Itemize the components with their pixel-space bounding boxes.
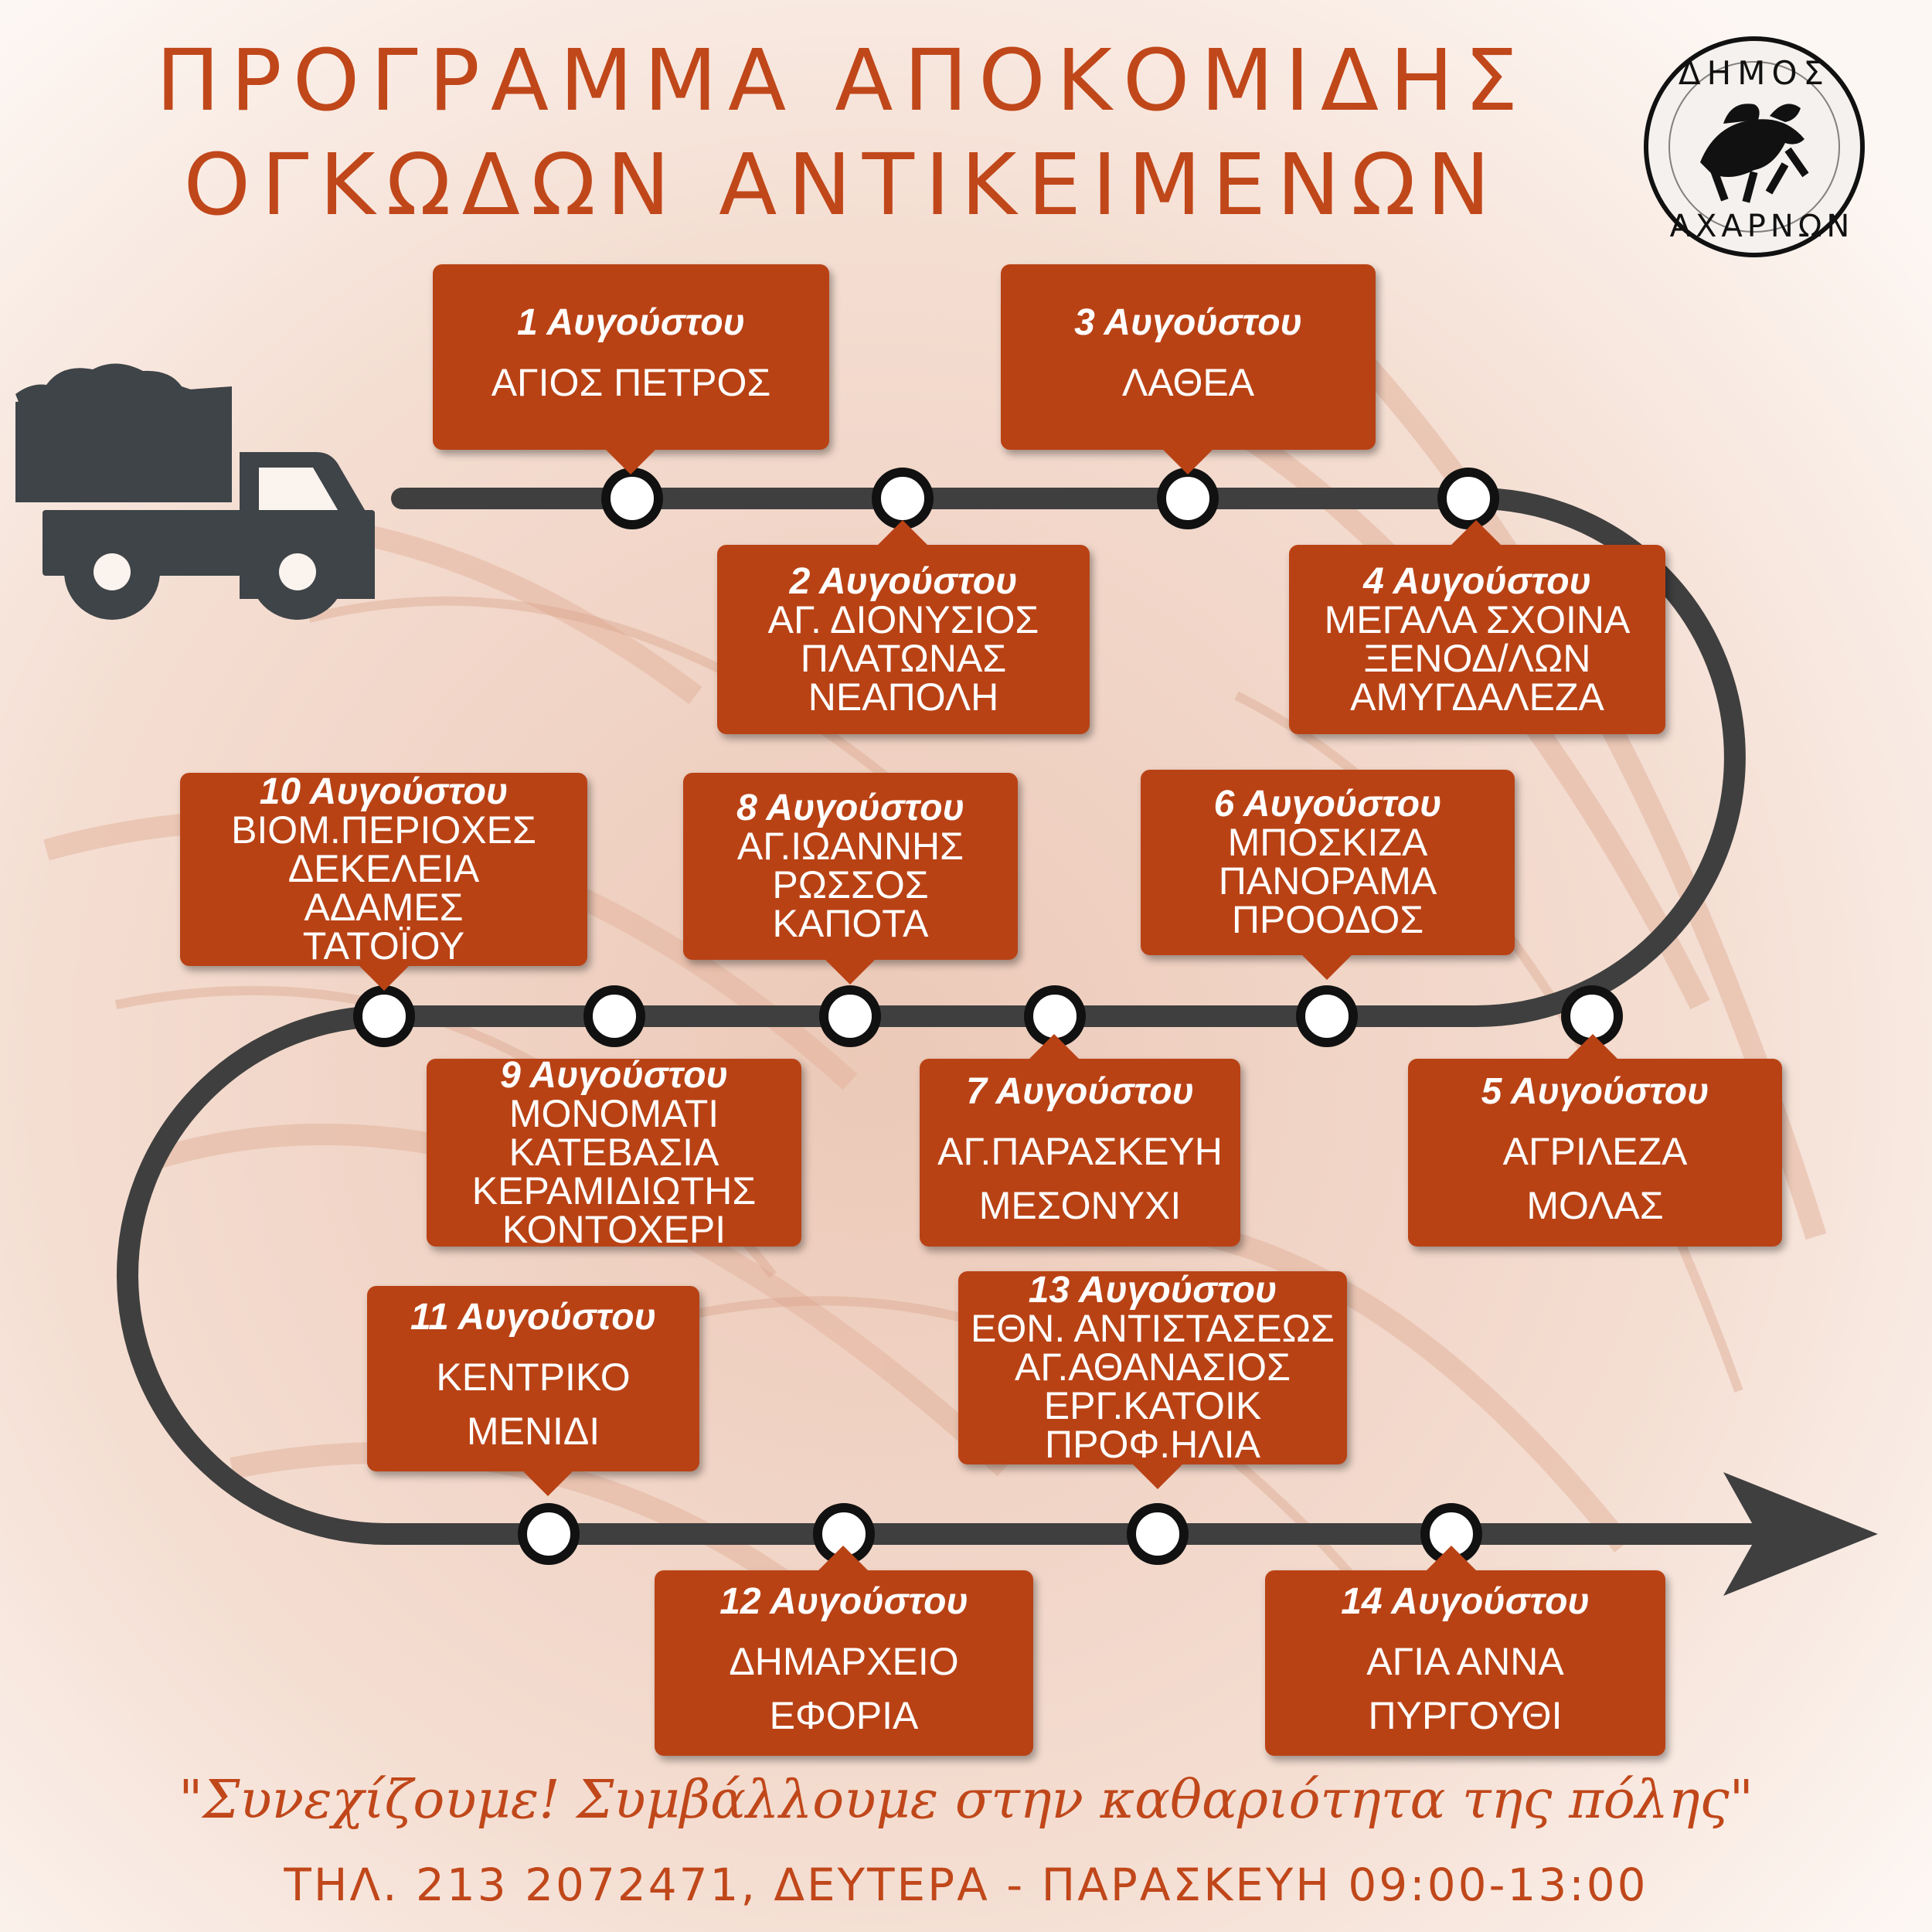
schedule-box-day-11: 11 Αυγούστου ΚΕΝΤΡΙΚΟ ΜΕΝΙΔΙ: [367, 1286, 699, 1496]
schedule-location: ΑΔΑΜΕΣ: [304, 886, 464, 929]
schedule-location: ΜΕΣΟΝΥΧΙ: [978, 1183, 1182, 1227]
stop-8: [819, 985, 881, 1047]
box-pointer: [1450, 520, 1502, 546]
schedule-location: ΑΓΡΙΛΕΖΑ: [1502, 1129, 1688, 1173]
stop-13: [1127, 1503, 1189, 1565]
schedule-location: ΚΟΝΤΟΧΕΡΙ: [502, 1207, 726, 1251]
stop-11: [518, 1503, 580, 1565]
schedule-box-day-14: 14 Αυγούστου ΑΓΙΑ ΑΝΝΑ ΠΥΡΓΟΥΘΙ: [1265, 1546, 1665, 1756]
schedule-location: ΒΙΟΜ.ΠΕΡΙΟΧΕΣ: [231, 808, 536, 852]
stop-2: [872, 468, 934, 529]
schedule-location: ΚΕΝΤΡΙΚΟ: [436, 1355, 631, 1399]
schedule-date: 3 Αυγούστου: [1074, 302, 1302, 343]
schedule-location: ΝΕΑΠΟΛΗ: [808, 675, 999, 719]
schedule-box-day-12: 12 Αυγούστου ΔΗΜΑΡΧΕΙΟ ΕΦΟΡΙΑ: [655, 1546, 1033, 1756]
schedule-date: 12 Αυγούστου: [719, 1581, 968, 1622]
title-line-2: ΟΓΚΩΔΩΝ ΑΝΤΙΚΕΙΜΕΝΩΝ: [183, 135, 1502, 234]
schedule-location: ΑΓ. ΔΙΟΝΥΣΙΟΣ: [767, 597, 1039, 641]
municipality-seal-icon: [1644, 36, 1865, 257]
schedule-date: 2 Αυγούστου: [789, 560, 1018, 602]
box-pointer: [1162, 448, 1214, 474]
schedule-location: ΑΓΙΑ ΑΝΝΑ: [1366, 1640, 1564, 1683]
box-pointer: [1566, 1034, 1619, 1060]
schedule-date: 13 Αυγούστου: [1028, 1270, 1277, 1311]
schedule-location: ΜΟΛΑΣ: [1526, 1183, 1664, 1227]
box-pointer: [1131, 1463, 1184, 1489]
schedule-location: ΞΕΝΟΔ/ΛΩΝ: [1363, 636, 1591, 680]
schedule-date: 11 Αυγούστου: [410, 1297, 656, 1338]
schedule-box-day-1: 1 Αυγούστου ΑΓΙΟΣ ΠΕΤΡΟΣ: [433, 264, 829, 474]
stop-3: [1157, 468, 1219, 529]
schedule-location: ΤΑΤΟΪΟΥ: [302, 924, 465, 968]
schedule-date: 10 Αυγούστου: [259, 771, 509, 812]
schedule-location: ΚΑΠΟΤΑ: [772, 902, 929, 945]
box-pointer: [876, 520, 929, 546]
seal-top-text: ΔΗΜΟΣ: [1678, 54, 1831, 92]
schedule-box-day-6: 6 Αυγούστου ΜΠΟΣΚΙΖΑ ΠΑΝΟΡΑΜΑ ΠΡΟΟΔΟΣ: [1141, 770, 1515, 980]
box-pointer: [358, 964, 410, 991]
box-pointer: [824, 958, 876, 985]
box-pointer: [1425, 1546, 1478, 1572]
schedule-location: ΕΡΓ.ΚΑΤΟΙΚ: [1043, 1384, 1262, 1427]
schedule-location: ΚΕΡΑΜΙΔΙΩΤΗΣ: [471, 1168, 757, 1213]
dump-truck-icon: [15, 363, 375, 620]
schedule-date: 1 Αυγούστου: [517, 302, 745, 343]
schedule-box-day-10: 10 Αυγούστου ΒΙΟΜ.ΠΕΡΙΟΧΕΣ ΔΕΚΕΛΕΙΑ ΑΔΑΜ…: [180, 771, 587, 991]
schedule-location: ΠΥΡΓΟΥΘΙ: [1368, 1694, 1563, 1737]
schedule-location: ΛΑΘΕΑ: [1121, 361, 1255, 404]
schedule-location: ΚΑΤΕΒΑΣΙΑ: [509, 1130, 719, 1174]
schedule-location: ΠΡΟΟΔΟΣ: [1231, 898, 1424, 941]
schedule-location: ΑΓΙΟΣ ΠΕΤΡΟΣ: [491, 361, 771, 404]
schedule-location: ΑΓ.ΙΩΑΝΝΗΣ: [736, 825, 964, 868]
schedule-location: ΑΜΥΓΔΑΛΕΖΑ: [1350, 675, 1604, 719]
box-pointer: [817, 1546, 869, 1572]
arrow-right-icon: [1723, 1472, 1878, 1596]
stop-1: [601, 468, 663, 529]
schedule-box-day-9: 9 Αυγούστου ΜΟΝΟΜΑΤΙ ΚΑΤΕΒΑΣΙΑ ΚΕΡΑΜΙΔΙΩ…: [427, 1054, 801, 1251]
box-pointer: [604, 448, 657, 474]
schedule-location: ΜΕΝΙΔΙ: [466, 1410, 600, 1453]
box-pointer: [1301, 954, 1353, 980]
schedule-location: ΑΓ.ΠΑΡΑΣΚΕΥΗ: [937, 1129, 1223, 1173]
schedule-location: ΡΩΣΣΟΣ: [772, 863, 929, 906]
schedule-box-day-3: 3 Αυγούστου ΛΑΘΕΑ: [1001, 264, 1376, 474]
schedule-date: 8 Αυγούστου: [736, 787, 964, 828]
title-line-1: ΠΡΟΓΡΑΜΜΑ ΑΠΟΚΟΜΙΔΗΣ: [155, 31, 1529, 130]
schedule-date: 9 Αυγούστου: [500, 1054, 728, 1096]
schedule-box-day-4: 4 Αυγούστου ΜΕΓΑΛΑ ΣΧΟΙΝΑ ΞΕΝΟΔ/ΛΩΝ ΑΜΥΓ…: [1289, 520, 1665, 734]
schedule-location: ΜΕΓΑΛΑ ΣΧΟΙΝΑ: [1324, 597, 1631, 641]
slogan: "Συνεχίζουμε! Συμβάλλουμε στην καθαριότη…: [179, 1770, 1753, 1831]
stop-4: [1437, 468, 1499, 529]
schedule-location: ΠΑΝΟΡΑΜΑ: [1218, 859, 1437, 903]
schedule-box-day-2: 2 Αυγούστου ΑΓ. ΔΙΟΝΥΣΙΟΣ ΠΛΑΤΩΝΑΣ ΝΕΑΠΟ…: [717, 520, 1090, 734]
schedule-box-day-8: 8 Αυγούστου ΑΓ.ΙΩΑΝΝΗΣ ΡΩΣΣΟΣ ΚΑΠΟΤΑ: [683, 773, 1018, 985]
stop-10: [353, 985, 415, 1047]
schedule-box-day-13: 13 Αυγούστου ΕΘΝ. ΑΝΤΙΣΤΑΣΕΩΣ ΑΓ.ΑΘΑΝΑΣΙ…: [958, 1270, 1347, 1489]
schedule-location: ΔΕΚΕΛΕΙΑ: [287, 847, 480, 890]
box-pointer: [1028, 1034, 1080, 1060]
schedule-location: ΠΛΑΤΩΝΑΣ: [800, 636, 1007, 680]
stop-6: [1296, 985, 1358, 1047]
schedule-date: 4 Αυγούστου: [1363, 560, 1591, 602]
schedule-box-day-5: 5 Αυγούστου ΑΓΡΙΛΕΖΑ ΜΟΛΑΣ: [1408, 1034, 1782, 1247]
schedule-location: ΜΠΟΣΚΙΖΑ: [1227, 821, 1428, 864]
schedule-location: ΠΡΟΦ.ΗΛΙΑ: [1045, 1423, 1260, 1466]
schedule-box-day-7: 7 Αυγούστου ΑΓ.ΠΑΡΑΣΚΕΥΗ ΜΕΣΟΝΥΧΙ: [920, 1034, 1240, 1247]
phone-and-hours: ΤΗΛ. 213 2072471, ΔΕΥΤΕΡΑ - ΠΑΡΑΣΚΕΥΗ 09…: [284, 1859, 1648, 1911]
schedule-location: ΕΦΟΡΙΑ: [769, 1694, 919, 1737]
schedule-date: 5 Αυγούστου: [1481, 1070, 1709, 1112]
schedule-location: ΑΓ.ΑΘΑΝΑΣΙΟΣ: [1015, 1345, 1291, 1389]
box-pointer: [522, 1470, 574, 1496]
schedule-date: 14 Αυγούστου: [1341, 1581, 1590, 1622]
schedule-location: ΔΗΜΑΡΧΕΙΟ: [729, 1640, 959, 1683]
stop-9: [583, 985, 645, 1047]
seal-bottom-text: ΑΧΑΡΝΩΝ: [1669, 209, 1855, 244]
schedule-date: 7 Αυγούστου: [966, 1070, 1194, 1112]
schedule-location: ΕΘΝ. ΑΝΤΙΣΤΑΣΕΩΣ: [971, 1307, 1335, 1350]
schedule-date: 6 Αυγούστου: [1213, 784, 1442, 825]
schedule-location: ΜΟΝΟΜΑΤΙ: [509, 1091, 719, 1135]
